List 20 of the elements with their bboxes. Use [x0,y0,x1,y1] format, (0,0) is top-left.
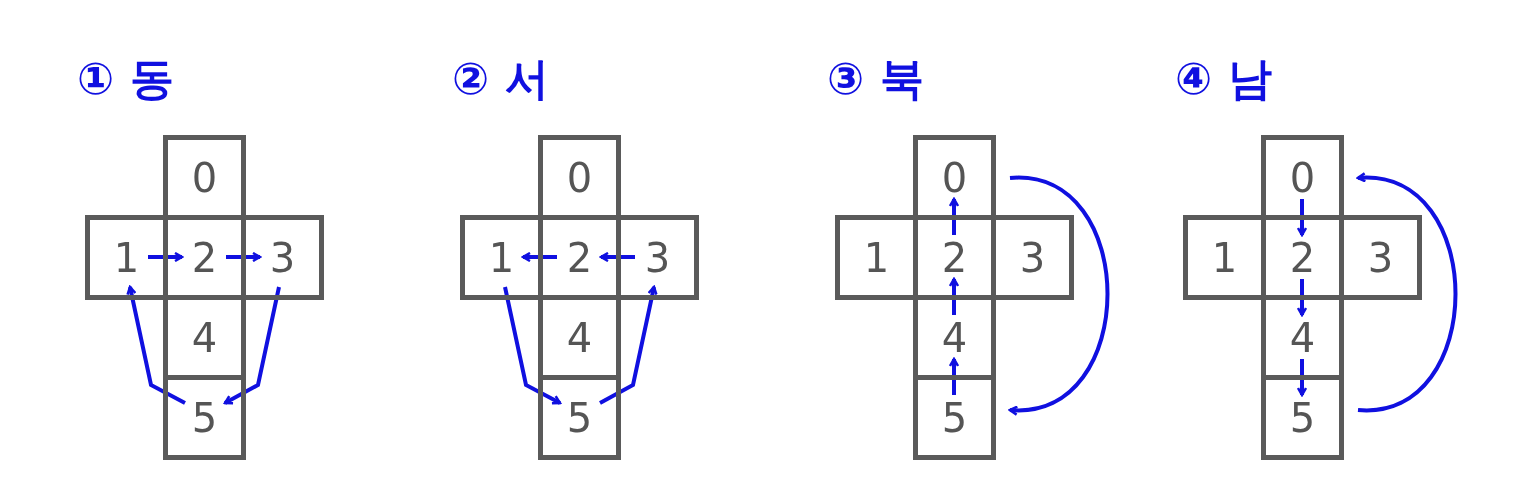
arrow [126,285,186,405]
panel-title: ④ 남 [1175,52,1272,106]
arrow [226,251,262,263]
panel-title: ② 서 [452,52,549,106]
arrow [599,251,635,263]
arrow [1008,176,1110,415]
panel-title: ① 동 [77,52,174,106]
panel-title: ③ 북 [827,52,924,106]
arrow [1296,279,1308,317]
arrow [148,251,184,263]
arrow [1356,173,1458,412]
arrow [521,251,557,263]
arrow [223,286,281,405]
arrow [948,357,960,395]
arrow [1296,199,1308,237]
arrow [948,277,960,315]
arrow [1296,359,1308,397]
arrow [599,285,658,405]
arrow [503,286,562,405]
arrow [948,197,960,235]
